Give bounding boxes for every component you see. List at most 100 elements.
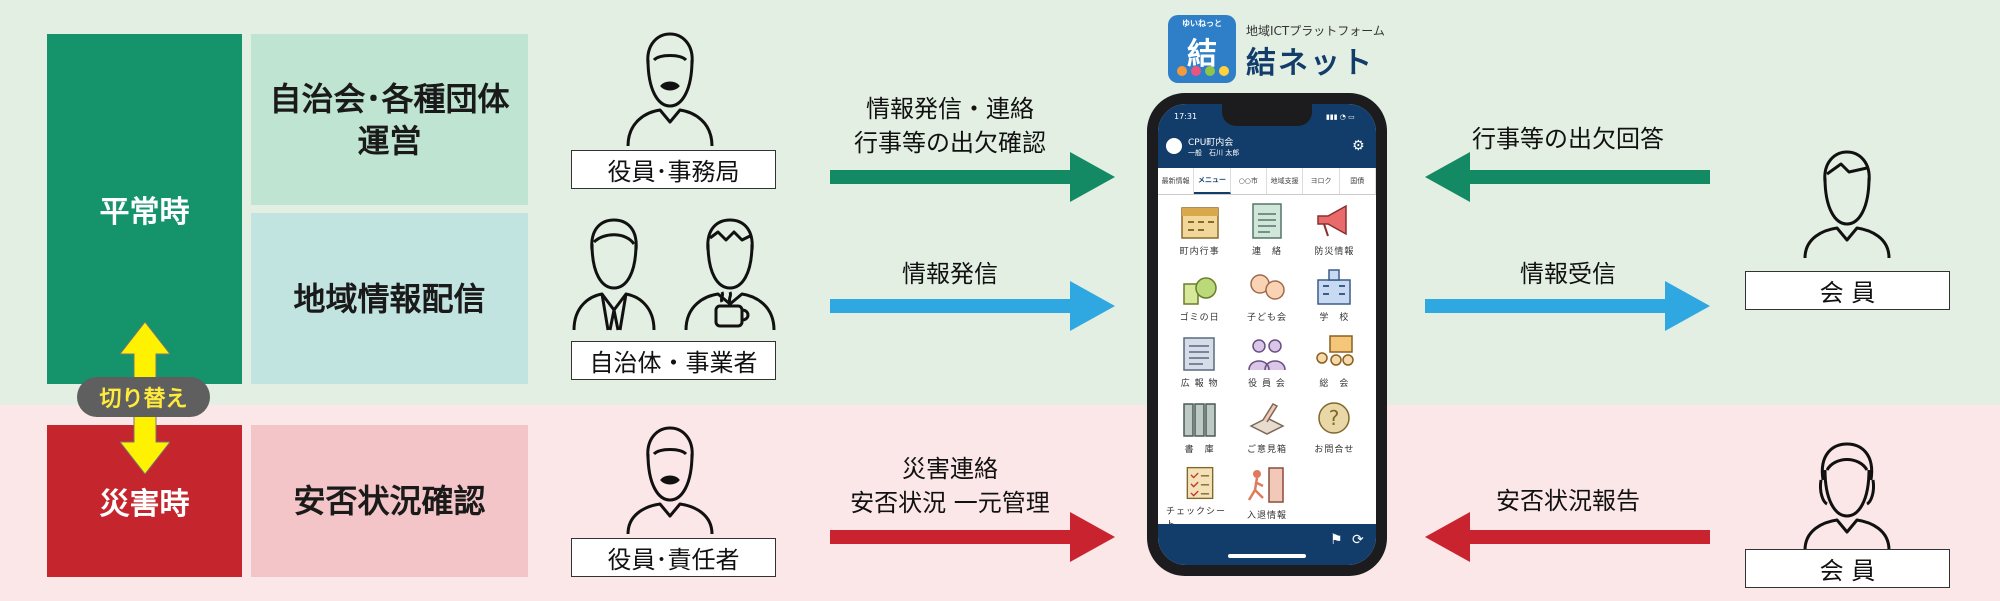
menu-grid: 町内行事 連 絡 防災情報 ゴミの日 子ども会 学 校 広 報 物 役 員 会 (1166, 200, 1368, 530)
menu-item-contact[interactable]: 連 絡 (1233, 200, 1300, 266)
arrow-right-green-icon (830, 152, 1115, 202)
notch (1222, 104, 1312, 126)
flow-left-3-line2: 安否状況 一元管理 (850, 489, 1050, 517)
menu-item-entry-exit[interactable]: 入退情報 (1233, 464, 1300, 530)
menu-item-garbage-day[interactable]: ゴミの日 (1166, 266, 1233, 332)
func-org-management: 自治会･各種団体 運営 (251, 34, 528, 205)
app-tabs: 最新情報 メニュー ○○市 地域支援 ヨロク 国債 (1158, 168, 1376, 195)
org-avatar-icon (1166, 138, 1182, 154)
flow-left-1-line2: 行事等の出欠確認 (854, 129, 1046, 157)
tab-menu[interactable]: メニュー (1194, 168, 1231, 194)
flow-label-right-3: 安否状況報告 (1428, 484, 1708, 518)
role-officer-office: 役員･事務局 (571, 150, 776, 189)
func-info-delivery: 地域情報配信 (251, 213, 528, 384)
logo-badge-char: 結 (1187, 37, 1217, 72)
logo-people-icon (1177, 66, 1229, 76)
officer-mustache-person-icon (626, 32, 714, 147)
menu-item-label: お問合せ (1314, 445, 1355, 455)
flow-label-left-1: 情報発信・連絡 行事等の出欠確認 (822, 92, 1078, 160)
menu-item-label: ゴミの日 (1179, 313, 1220, 323)
newspaper-icon (1182, 337, 1215, 371)
school-icon (1317, 269, 1352, 305)
role-gov-business: 自治体・事業者 (571, 341, 776, 380)
menu-item-label: 入退情報 (1246, 511, 1287, 521)
binders-icon (1182, 403, 1216, 437)
menu-item-label: 町内行事 (1179, 247, 1220, 257)
role-member-bottom-text: 会 員 (1819, 557, 1876, 585)
menu-item-general-meeting[interactable]: 総 会 (1301, 332, 1368, 398)
menu-item-library[interactable]: 書 庫 (1166, 398, 1233, 464)
role-officer-office-text: 役員･事務局 (607, 158, 740, 186)
status-signal-icon: ▮▮▮ ◔ ▭ (1326, 113, 1355, 121)
mode-normal-label: 平常時 (99, 195, 190, 230)
func-info-delivery-text: 地域情報配信 (293, 279, 486, 318)
role-officer-responsible-text: 役員･責任者 (607, 546, 740, 574)
member-male-person-icon (1803, 150, 1891, 259)
exit-icon (1247, 467, 1284, 503)
arrow-left-green-icon (1425, 152, 1710, 202)
flow-left-2-text: 情報発信 (902, 260, 998, 288)
tab-city[interactable]: ○○市 (1231, 168, 1267, 194)
tab-local-support[interactable]: 地域支援 (1267, 168, 1304, 194)
flow-right-1-text: 行事等の出欠回答 (1472, 125, 1664, 153)
flow-label-right-1: 行事等の出欠回答 (1428, 122, 1708, 156)
app-logo-badge: ゆいねっと 結 (1168, 15, 1236, 83)
flag-icon[interactable]: ⚑ (1330, 532, 1343, 548)
government-person-icon (572, 218, 656, 331)
switch-label: 切り替え (77, 377, 210, 417)
menu-item-label: 役 員 会 (1248, 379, 1286, 389)
role-member-top: 会 員 (1745, 271, 1950, 310)
app-footer: ⚑ ⟳ (1158, 524, 1376, 565)
tab-more[interactable]: 国債 (1340, 168, 1376, 194)
flow-label-left-2: 情報発信 (822, 257, 1078, 291)
trash-icon (1182, 277, 1217, 305)
menu-item-label: 学 校 (1319, 313, 1350, 323)
role-officer-responsible: 役員･責任者 (571, 538, 776, 577)
people-icon (1248, 339, 1286, 371)
arrow-right-red-icon (830, 512, 1115, 562)
flow-right-2-text: 情報受信 (1520, 260, 1616, 288)
menu-item-checklist[interactable]: チェックシート (1166, 464, 1233, 530)
flow-left-3-line1: 災害連絡 (902, 455, 998, 483)
settings-gear-icon[interactable]: ⚙ (1352, 138, 1365, 154)
suggestion-box-icon (1249, 403, 1285, 435)
mode-disaster-label: 災害時 (99, 487, 190, 522)
arrow-left-red-icon (1425, 512, 1710, 562)
menu-item-label: ご意見箱 (1246, 445, 1287, 455)
logo-tagline: 地域ICTプラットフォーム (1246, 24, 1385, 38)
role-gov-business-text: 自治体・事業者 (589, 349, 758, 377)
menu-item-board[interactable]: 役 員 会 (1233, 332, 1300, 398)
app-header: 17:31 ▮▮▮ ◔ ▭ CPU町内会 一般 石川 太郎 ⚙ (1158, 104, 1376, 168)
arrow-right-blue-icon (830, 281, 1115, 331)
megaphone-icon (1317, 204, 1348, 237)
menu-item-disaster-info[interactable]: 防災情報 (1301, 200, 1368, 266)
menu-item-suggestion-box[interactable]: ご意見箱 (1233, 398, 1300, 464)
app-user-name: 一般 石川 太郎 (1188, 149, 1240, 157)
tab-yoroku[interactable]: ヨロク (1303, 168, 1340, 194)
tab-latest[interactable]: 最新情報 (1158, 168, 1195, 194)
status-time: 17:31 (1174, 112, 1198, 121)
smartphone-screen: 17:31 ▮▮▮ ◔ ▭ CPU町内会 一般 石川 太郎 ⚙ 最新情報 メニュ… (1158, 104, 1376, 565)
children-icon (1250, 274, 1285, 300)
flow-label-left-3: 災害連絡 安否状況 一元管理 (822, 452, 1078, 520)
menu-item-kids-club[interactable]: 子ども会 (1233, 266, 1300, 332)
flow-right-3-text: 安否状況報告 (1496, 487, 1640, 515)
svg-text:?: ? (1329, 406, 1340, 430)
menu-item-events[interactable]: 町内行事 (1166, 200, 1233, 266)
refresh-icon[interactable]: ⟳ (1352, 532, 1364, 548)
member-female-person-icon (1803, 442, 1891, 551)
app-org-name: CPU町内会 (1188, 138, 1234, 148)
logo-name: 結ネット (1246, 46, 1374, 81)
menu-item-label: 総 会 (1319, 379, 1350, 389)
flow-left-1-line1: 情報発信・連絡 (866, 95, 1034, 123)
officer-responsible-person-icon (626, 426, 714, 535)
home-indicator (1228, 554, 1306, 558)
menu-item-inquiry[interactable]: ? お問合せ (1301, 398, 1368, 464)
logo-badge-small-text: ゆいねっと (1182, 19, 1222, 28)
menu-item-school[interactable]: 学 校 (1301, 266, 1368, 332)
menu-item-label: 子ども会 (1246, 313, 1287, 323)
calendar-icon (1180, 207, 1219, 239)
menu-item-publications[interactable]: 広 報 物 (1166, 332, 1233, 398)
checklist-icon (1186, 466, 1214, 500)
func-org-line2: 運営 (357, 121, 422, 160)
